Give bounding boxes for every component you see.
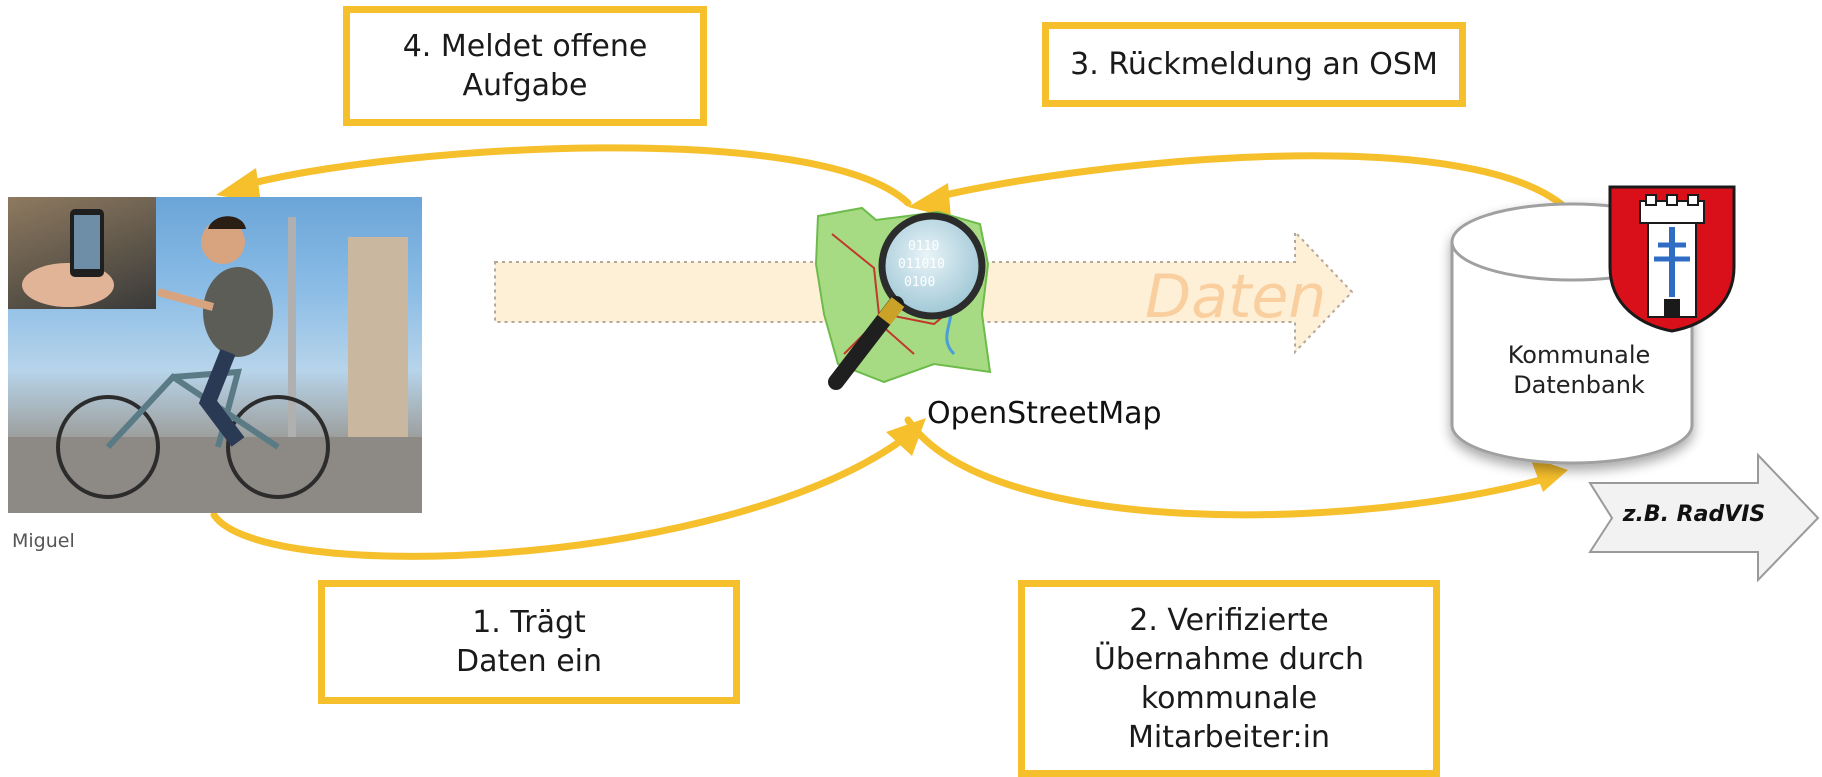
arrow-head-1 [886, 418, 926, 456]
arrow-heads [216, 168, 1568, 492]
arrow-step-1 [210, 436, 906, 560]
database-label: Kommunale Datenbank [1507, 341, 1651, 399]
cyclist-illustration [8, 216, 422, 513]
svg-text:0100: 0100 [904, 275, 935, 290]
arrow-right-icon [1588, 452, 1820, 583]
step-1-box: 1. Trägt Daten ein [318, 580, 740, 704]
export-label: z.B. RadVIS [1622, 502, 1766, 527]
svg-text:0110: 0110 [908, 239, 939, 254]
svg-text:011010: 011010 [898, 257, 945, 272]
arrow-step-3 [928, 152, 1574, 216]
openstreetmap-label: OpenStreetMap [927, 396, 1162, 431]
arrow-step-4 [241, 144, 912, 207]
smartphone-inset [8, 197, 156, 309]
coat-of-arms-icon [1608, 185, 1736, 333]
cycle-arrows [210, 144, 1574, 560]
step-2-box: 2. Verifizierte Übernahme durch kommunal… [1018, 580, 1440, 777]
openstreetmap-logo-icon: 0110 011010 0100 [814, 206, 992, 390]
photo-credit: Miguel [12, 530, 75, 552]
step-4-box: 4. Meldet offene Aufgabe [343, 6, 707, 126]
arrow-step-2 [904, 416, 1552, 519]
arrow-head-4 [216, 168, 261, 203]
step-3-box: 3. Rückmeldung an OSM [1042, 22, 1466, 107]
arrow-head-3 [908, 183, 951, 218]
smartphone-icon [22, 209, 114, 307]
data-flow-label: Daten [1145, 262, 1327, 332]
arrow-head-2 [1530, 457, 1568, 492]
